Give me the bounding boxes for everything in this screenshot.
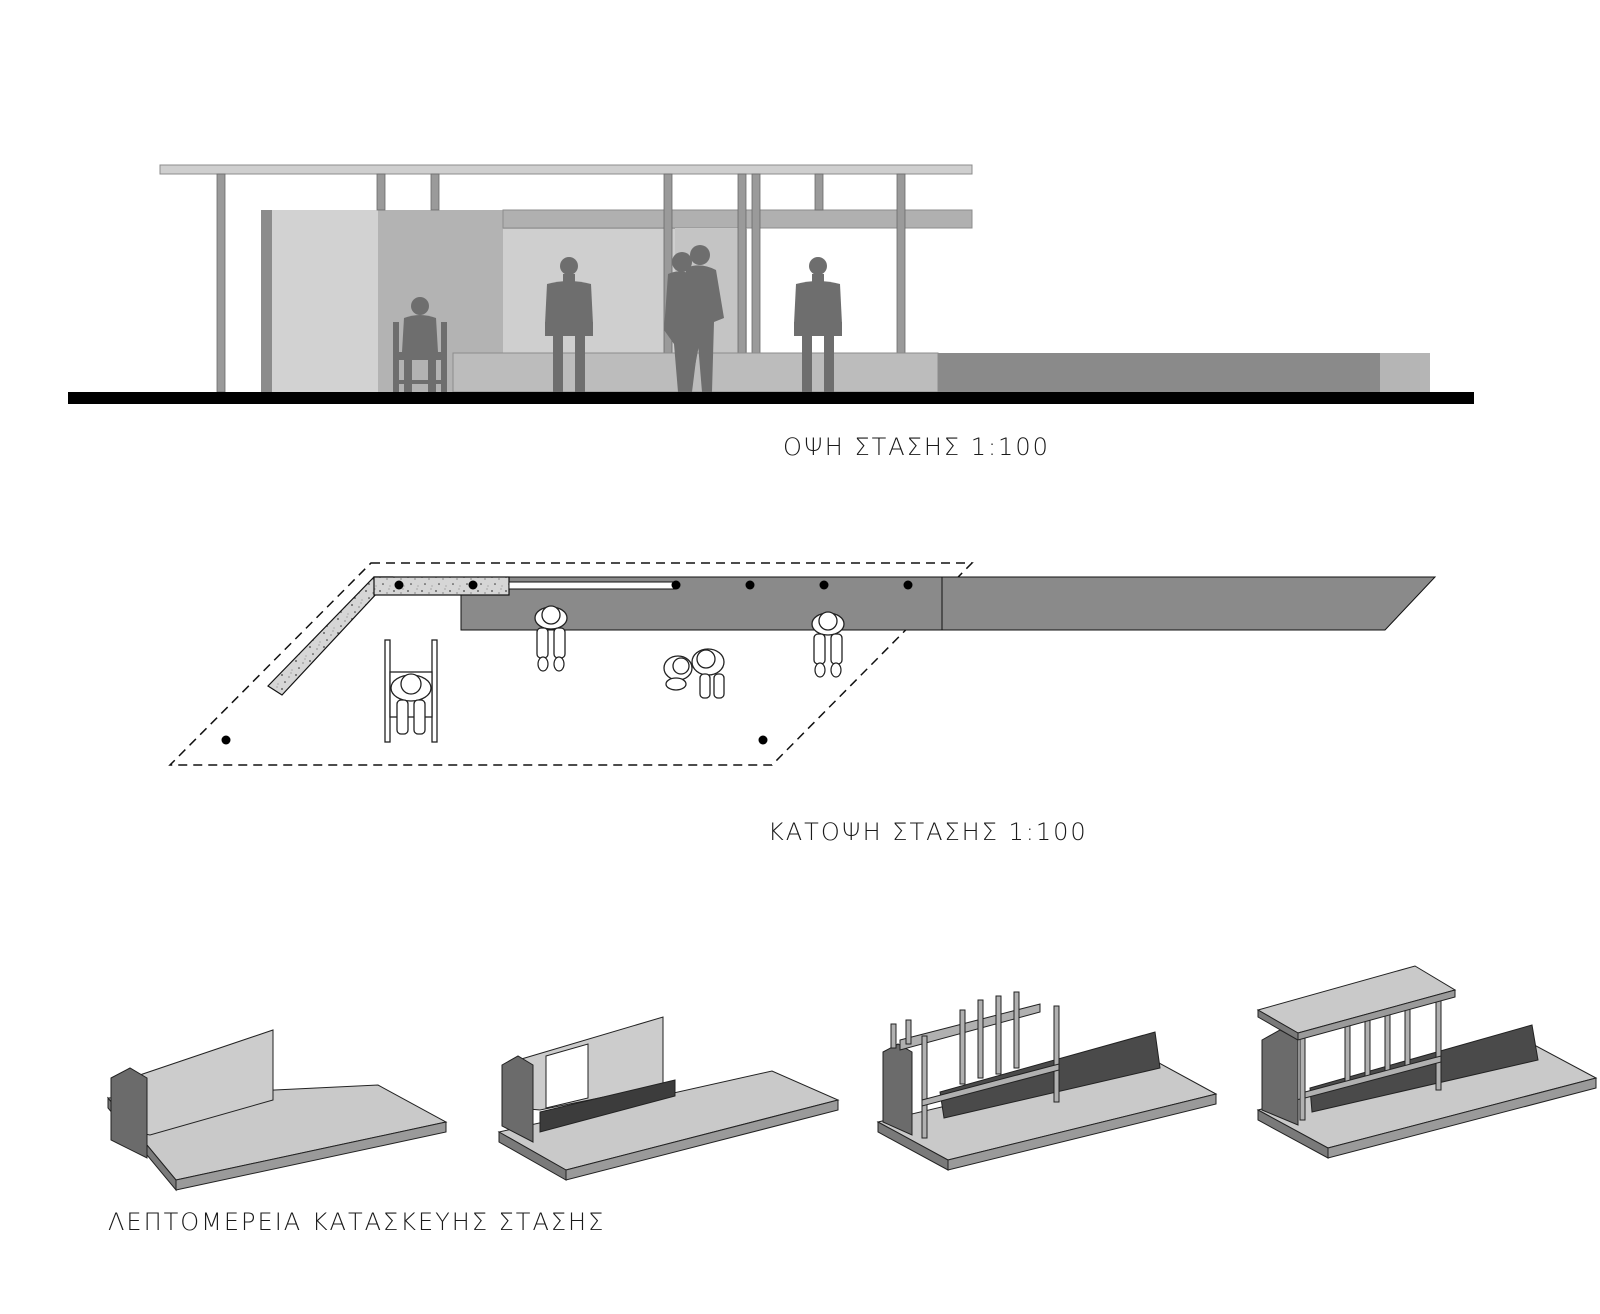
plan-seated-person-1 bbox=[534, 605, 568, 672]
step1-base-front bbox=[175, 1121, 447, 1191]
elevation-standing-couple bbox=[664, 245, 724, 392]
elevation-low-wall-end bbox=[1380, 353, 1430, 392]
elevation-caption: ΟΨΗ ΣΤΑΣΗΣ 1:100 bbox=[783, 433, 1050, 461]
elevation-low-wall bbox=[938, 353, 1380, 392]
plan-concrete-wall-angled bbox=[267, 576, 394, 696]
construction-step-3 bbox=[876, 991, 1218, 1171]
step4-base-front bbox=[1327, 1077, 1597, 1159]
step4-roof-front bbox=[1297, 989, 1456, 1041]
construction-step-1 bbox=[106, 1029, 448, 1192]
step3-base-front bbox=[947, 1093, 1217, 1171]
elevation-ground-line bbox=[68, 392, 1474, 404]
plan-drawing bbox=[168, 562, 1437, 766]
step2-base-front bbox=[565, 1099, 839, 1181]
elevation-drawing bbox=[68, 164, 1474, 404]
elevation-side-wall-edge bbox=[261, 210, 272, 392]
step1-wall-post bbox=[110, 1067, 148, 1159]
plan-roof-outline bbox=[168, 562, 974, 766]
plan-caption: ΚΑΤΟΨΗ ΣΤΑΣΗΣ 1:100 bbox=[768, 818, 1088, 846]
plan-seated-person-2 bbox=[811, 611, 845, 678]
elevation-wheelchair-user bbox=[393, 297, 447, 392]
plan-long-wall bbox=[460, 576, 1437, 631]
plan-concrete-wall-straight bbox=[373, 576, 510, 596]
step4-wall-post bbox=[1261, 1029, 1299, 1126]
step3-wall-post bbox=[882, 1043, 913, 1136]
elevation-side-wall bbox=[261, 210, 378, 392]
step3-frame bbox=[890, 991, 1060, 1139]
plan-wheelchair-user bbox=[384, 639, 438, 743]
step2-bench bbox=[539, 1079, 676, 1133]
elevation-roof-slab bbox=[159, 164, 973, 175]
construction-step-4 bbox=[1256, 965, 1598, 1159]
step4-back-wall bbox=[1309, 1024, 1539, 1113]
step3-back-wall bbox=[939, 1031, 1161, 1119]
construction-step-2 bbox=[497, 1016, 840, 1181]
plan-couple bbox=[663, 648, 725, 699]
construction-detail-caption: ΛΕΠΤΟΜΕΡΕΙΑ ΚΑΤΑΣΚΕΥΗΣ ΣΤΑΣΗΣ bbox=[108, 1208, 606, 1236]
plan-glass-rail bbox=[508, 581, 676, 590]
plan-column-dots bbox=[221, 580, 913, 745]
step2-wall-post bbox=[501, 1055, 534, 1143]
step2-glass-opening bbox=[545, 1043, 589, 1109]
elevation-beam bbox=[502, 209, 973, 229]
